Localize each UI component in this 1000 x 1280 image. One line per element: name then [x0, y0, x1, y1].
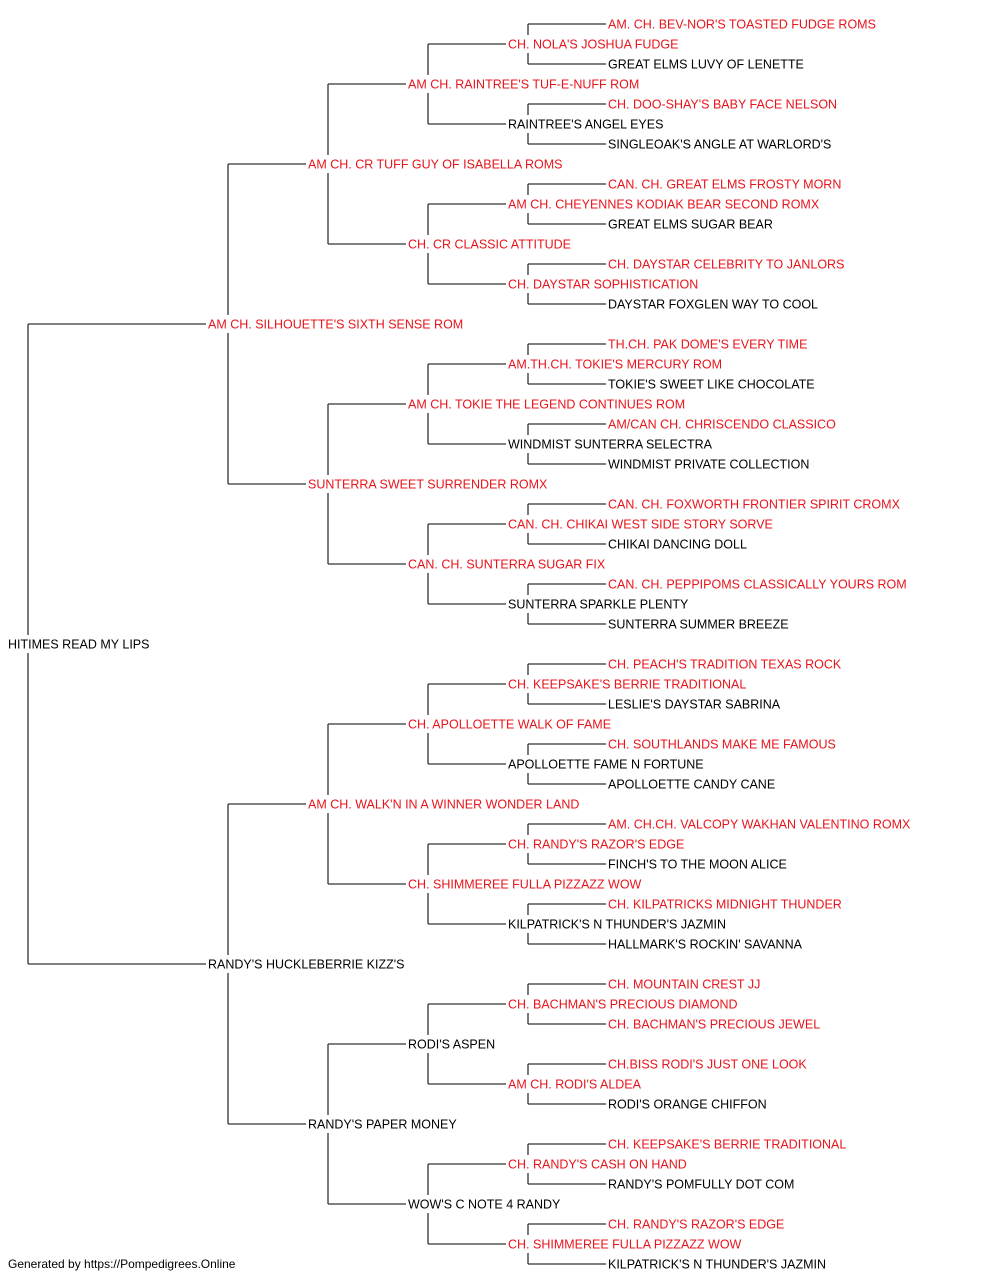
dog-name: DAYSTAR FOXGLEN WAY TO COOL	[608, 298, 818, 312]
dog-name: CAN. CH. CHIKAI WEST SIDE STORY SORVE	[508, 518, 773, 532]
dog-name: CH. BACHMAN'S PRECIOUS DIAMOND	[508, 998, 738, 1012]
dog-name: GREAT ELMS LUVY OF LENETTE	[608, 58, 804, 72]
dog-name: WINDMIST SUNTERRA SELECTRA	[508, 438, 713, 452]
dog-name: SUNTERRA SPARKLE PLENTY	[508, 598, 689, 612]
dog-name: SINGLEOAK'S ANGLE AT WARLORD'S	[608, 138, 831, 152]
dog-name: CH. RANDY'S RAZOR'S EDGE	[508, 838, 684, 852]
dog-name: TOKIE'S SWEET LIKE CHOCOLATE	[608, 378, 815, 392]
dog-name: GREAT ELMS SUGAR BEAR	[608, 218, 773, 232]
dog-name: CH. CR CLASSIC ATTITUDE	[408, 238, 571, 252]
dog-name: CH. KEEPSAKE'S BERRIE TRADITIONAL	[508, 678, 746, 692]
dog-name: AM CH. SILHOUETTE'S SIXTH SENSE ROM	[208, 318, 463, 332]
dog-name: CH. KILPATRICKS MIDNIGHT THUNDER	[608, 898, 842, 912]
dog-name: CAN. CH. SUNTERRA SUGAR FIX	[408, 558, 606, 572]
dog-name: CH. APOLLOETTE WALK OF FAME	[408, 718, 611, 732]
dog-name: TH.CH. PAK DOME'S EVERY TIME	[608, 338, 807, 352]
dog-name: RAINTREE'S ANGEL EYES	[508, 118, 663, 132]
footer-credit: Generated by https://Pompedigrees.Online	[8, 1257, 236, 1271]
dog-name: AM CH. WALK'N IN A WINNER WONDER LAND	[308, 798, 579, 812]
dog-name: CH. SHIMMEREE FULLA PIZZAZZ WOW	[508, 1238, 742, 1252]
dog-name: RODI'S ORANGE CHIFFON	[608, 1098, 767, 1112]
dog-name: CH. MOUNTAIN CREST JJ	[608, 978, 760, 992]
dog-name: AM CH. CR TUFF GUY OF ISABELLA ROMS	[308, 158, 562, 172]
dog-name: WOW'S C NOTE 4 RANDY	[408, 1198, 561, 1212]
dog-name: KILPATRICK'S N THUNDER'S JAZMIN	[608, 1258, 826, 1272]
dog-name: AM. CH. BEV-NOR'S TOASTED FUDGE ROMS	[608, 18, 876, 32]
dog-name: CH. SHIMMEREE FULLA PIZZAZZ WOW	[408, 878, 642, 892]
dog-name: SUNTERRA SUMMER BREEZE	[608, 618, 789, 632]
dog-name: LESLIE'S DAYSTAR SABRINA	[608, 698, 781, 712]
dog-name: APOLLOETTE FAME N FORTUNE	[508, 758, 704, 772]
dog-name: HALLMARK'S ROCKIN' SAVANNA	[608, 938, 803, 952]
dog-name: RANDY'S PAPER MONEY	[308, 1118, 457, 1132]
dog-name: RANDY'S POMFULLY DOT COM	[608, 1178, 794, 1192]
dog-name: AM CH. RAINTREE'S TUF-E-NUFF ROM	[408, 78, 639, 92]
dog-name: WINDMIST PRIVATE COLLECTION	[608, 458, 809, 472]
dog-name: CAN. CH. PEPPIPOMS CLASSICALLY YOURS ROM	[608, 578, 907, 592]
dog-name: CH. DAYSTAR CELEBRITY TO JANLORS	[608, 258, 844, 272]
dog-name: CH. RANDY'S CASH ON HAND	[508, 1158, 687, 1172]
dog-name: CH. PEACH'S TRADITION TEXAS ROCK	[608, 658, 842, 672]
dog-name: CH. RANDY'S RAZOR'S EDGE	[608, 1218, 784, 1232]
dog-name: AM.TH.CH. TOKIE'S MERCURY ROM	[508, 358, 722, 372]
dog-name: AM CH. CHEYENNES KODIAK BEAR SECOND ROMX	[508, 198, 820, 212]
dog-name: FINCH'S TO THE MOON ALICE	[608, 858, 787, 872]
dog-name: KILPATRICK'S N THUNDER'S JAZMIN	[508, 918, 726, 932]
dog-name: CAN. CH. GREAT ELMS FROSTY MORN	[608, 178, 841, 192]
dog-name: AM CH. RODI'S ALDEA	[508, 1078, 642, 1092]
dog-name: AM/CAN CH. CHRISCENDO CLASSICO	[608, 418, 836, 432]
dog-name: RANDY'S HUCKLEBERRIE KIZZ'S	[208, 958, 404, 972]
dog-name: CH. DOO-SHAY'S BABY FACE NELSON	[608, 98, 837, 112]
dog-name: HITIMES READ MY LIPS	[8, 638, 149, 652]
dog-name: CH. BACHMAN'S PRECIOUS JEWEL	[608, 1018, 820, 1032]
dog-name: AM CH. TOKIE THE LEGEND CONTINUES ROM	[408, 398, 685, 412]
dog-name: CH. SOUTHLANDS MAKE ME FAMOUS	[608, 738, 836, 752]
dog-name: AM. CH.CH. VALCOPY WAKHAN VALENTINO ROMX	[608, 818, 911, 832]
dog-name: CH.BISS RODI'S JUST ONE LOOK	[608, 1058, 807, 1072]
dog-name: CAN. CH. FOXWORTH FRONTIER SPIRIT CROMX	[608, 498, 901, 512]
dog-name: APOLLOETTE CANDY CANE	[608, 778, 775, 792]
dog-name: CH. KEEPSAKE'S BERRIE TRADITIONAL	[608, 1138, 846, 1152]
dog-name: CH. NOLA'S JOSHUA FUDGE	[508, 38, 678, 52]
dog-name: RODI'S ASPEN	[408, 1038, 495, 1052]
dog-name: CH. DAYSTAR SOPHISTICATION	[508, 278, 698, 292]
dog-name: CHIKAI DANCING DOLL	[608, 538, 747, 552]
dog-name: SUNTERRA SWEET SURRENDER ROMX	[308, 478, 548, 492]
